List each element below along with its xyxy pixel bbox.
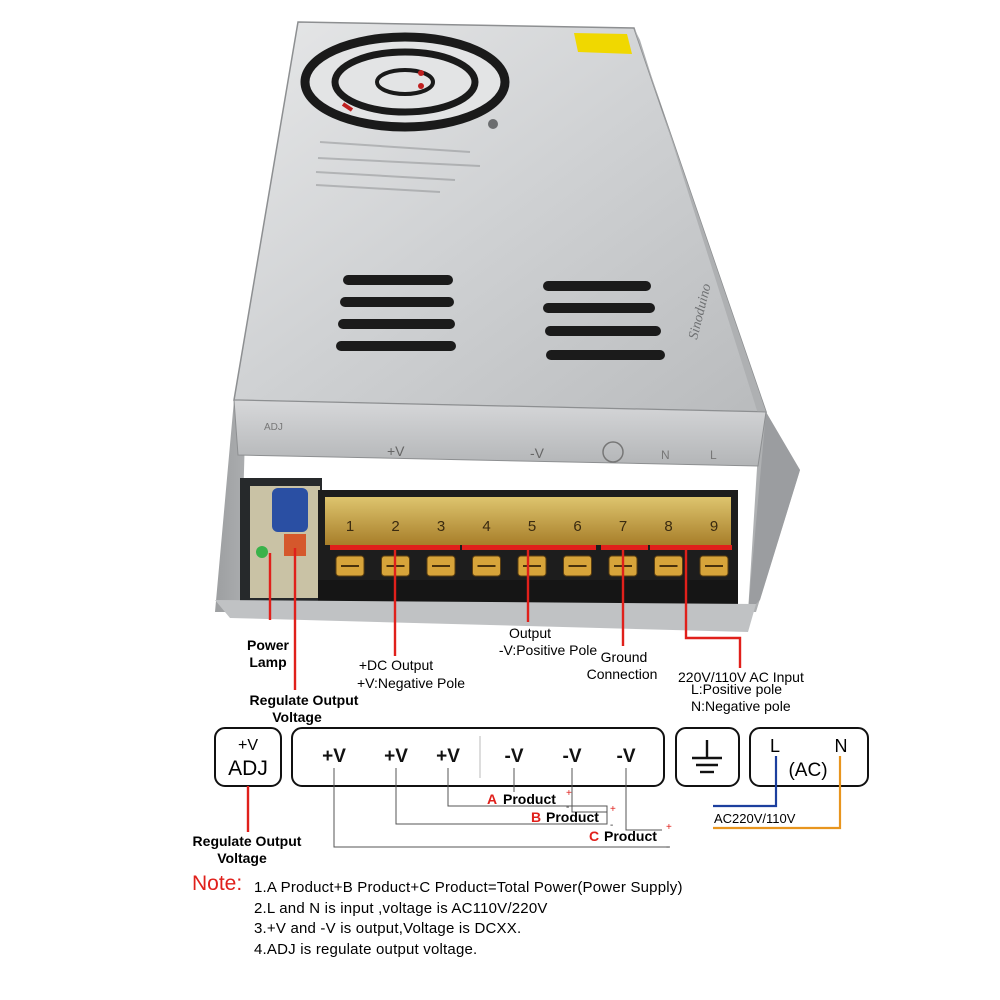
fan-grille bbox=[300, 32, 510, 132]
callout-ground-connection: Ground Connection bbox=[587, 649, 658, 682]
terminal-number-7: 7 bbox=[619, 518, 627, 535]
terminal-number-6: 6 bbox=[573, 518, 581, 535]
potentiometer-cap bbox=[272, 488, 308, 532]
adj-terminal-box: +V ADJ bbox=[214, 727, 282, 787]
ground-icon bbox=[692, 740, 722, 774]
svg-text:N: N bbox=[835, 736, 848, 756]
svg-text:Regulate Output: Regulate Output bbox=[193, 833, 302, 849]
strip-label-plus-v: +V bbox=[387, 443, 405, 459]
terminal-number-1: 1 bbox=[346, 518, 354, 535]
svg-text:C: C bbox=[589, 828, 599, 844]
callout-ac-input: 220V/110V AC Input L:Positive pole N:Neg… bbox=[678, 669, 804, 714]
svg-text:+DC Output: +DC Output bbox=[359, 657, 433, 673]
svg-text:L: L bbox=[770, 736, 780, 756]
svg-text:B: B bbox=[531, 809, 541, 825]
svg-text:Voltage: Voltage bbox=[272, 709, 322, 725]
output-terminal-label: +V bbox=[384, 746, 408, 767]
terminal-number-9: 9 bbox=[710, 518, 718, 535]
warning-sticker bbox=[574, 33, 632, 54]
screw-icon bbox=[488, 119, 498, 129]
svg-text:Power: Power bbox=[247, 637, 290, 653]
adjust-potentiometer[interactable] bbox=[284, 534, 306, 556]
ground-terminal-box bbox=[675, 727, 740, 787]
terminal-number-4: 4 bbox=[482, 518, 490, 535]
callout-output: Output -V:Positive Pole bbox=[499, 625, 598, 658]
output-terminal-label: -V bbox=[563, 746, 582, 767]
svg-text:Product: Product bbox=[546, 809, 599, 825]
vent-slots-left bbox=[336, 275, 456, 351]
svg-text:+V: +V bbox=[238, 737, 258, 754]
svg-text:-: - bbox=[566, 802, 569, 813]
svg-text:+: + bbox=[610, 804, 616, 815]
svg-text:+: + bbox=[566, 788, 572, 799]
svg-text:+: + bbox=[666, 822, 672, 833]
svg-text:Lamp: Lamp bbox=[249, 654, 286, 670]
callout-leaders bbox=[268, 548, 742, 690]
product-a-label: A Product + - bbox=[487, 788, 572, 813]
svg-text:220V/110V AC Input: 220V/110V AC Input bbox=[678, 669, 804, 685]
adj-knob-label: ADJ bbox=[264, 422, 283, 433]
svg-text:N:Negative pole: N:Negative pole bbox=[691, 698, 791, 714]
callout-dc-output: +DC Output +V:Negative Pole bbox=[357, 657, 465, 691]
note-line-1: 1.A Product+B Product+C Product=Total Po… bbox=[254, 879, 683, 896]
callout-regulate-output-bottom: Regulate Output Voltage bbox=[193, 833, 302, 866]
product-connection-lines bbox=[333, 768, 670, 848]
svg-text:Ground: Ground bbox=[601, 649, 648, 665]
svg-text:+V:Negative Pole: +V:Negative Pole bbox=[357, 675, 465, 691]
vent-slots-right bbox=[543, 281, 665, 360]
output-terminal-box bbox=[291, 727, 665, 787]
strip-label-minus-v: -V bbox=[530, 445, 545, 461]
svg-text:A: A bbox=[487, 791, 497, 807]
svg-text:ADJ: ADJ bbox=[228, 757, 268, 780]
svg-text:L:Positive pole: L:Positive pole bbox=[691, 681, 782, 697]
strip-label-n: N bbox=[661, 448, 670, 462]
terminal-number-5: 5 bbox=[528, 518, 536, 535]
svg-text:-: - bbox=[610, 820, 613, 831]
terminal-number-2: 2 bbox=[391, 518, 399, 535]
terminal-bus-bars bbox=[330, 545, 732, 550]
svg-text:Connection: Connection bbox=[587, 666, 658, 682]
svg-text:Output: Output bbox=[509, 625, 551, 641]
product-c-label: C Product + - bbox=[589, 822, 672, 853]
svg-text:Regulate Output: Regulate Output bbox=[250, 692, 359, 708]
note-line-2: 2.L and N is input ,voltage is AC110V/22… bbox=[254, 899, 548, 917]
strip-label-l: L bbox=[710, 448, 717, 462]
terminal-number-3: 3 bbox=[437, 518, 445, 535]
output-terminal-label: +V bbox=[436, 746, 460, 767]
note-line-3: 3.+V and -V is output,Voltage is DCXX. bbox=[254, 920, 522, 937]
ac-wires bbox=[713, 756, 842, 830]
ground-symbol-icon bbox=[602, 441, 624, 463]
svg-text:-V:Positive Pole: -V:Positive Pole bbox=[499, 642, 598, 658]
power-lamp-led bbox=[256, 546, 268, 558]
svg-text:Voltage: Voltage bbox=[217, 850, 267, 866]
output-terminal-label: +V bbox=[322, 746, 346, 767]
output-terminal-label: -V bbox=[505, 746, 524, 767]
svg-text:(AC): (AC) bbox=[788, 760, 827, 781]
note-heading: Note: bbox=[192, 872, 243, 895]
ac-line-label: AC220V/110V bbox=[714, 811, 796, 826]
svg-text:Product: Product bbox=[503, 791, 556, 807]
svg-text:-: - bbox=[666, 842, 669, 853]
output-terminal-label: -V bbox=[617, 746, 636, 767]
note-line-4: 4.ADJ is regulate output voltage. bbox=[254, 940, 478, 958]
ac-input-box: L N (AC) bbox=[749, 727, 869, 787]
svg-text:Product: Product bbox=[604, 828, 657, 844]
callout-power-lamp: Power Lamp bbox=[247, 637, 290, 670]
product-b-label: B Product + - bbox=[531, 804, 616, 831]
terminal-number-8: 8 bbox=[664, 518, 672, 535]
callout-regulate-output-top: Regulate Output Voltage bbox=[250, 692, 359, 725]
